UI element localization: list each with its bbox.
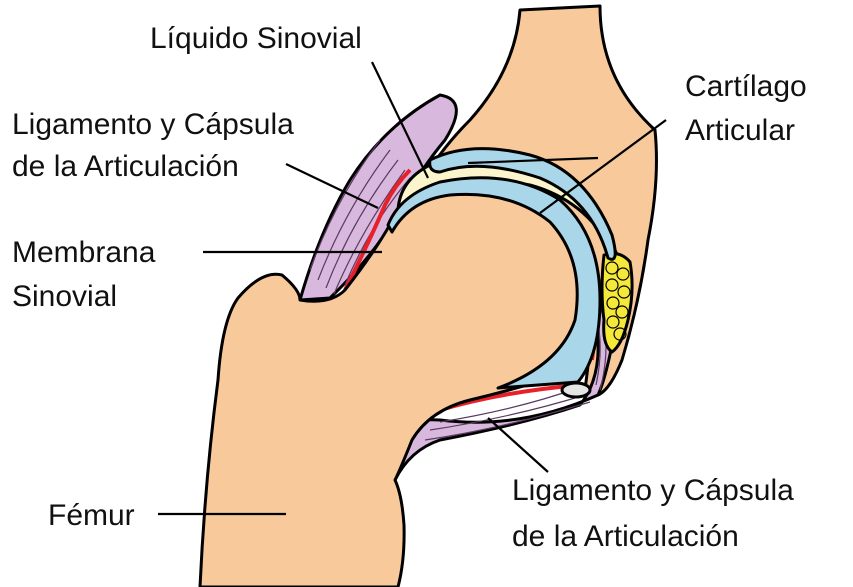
label-synovial-membrane-line2: Sinovial	[12, 280, 117, 313]
label-femur: Fémur	[48, 499, 135, 532]
label-ligament-lower-line2: de la Articulación	[512, 520, 739, 553]
label-ligament-upper-line2: de la Articulación	[12, 150, 239, 183]
leader-ligament-lower	[488, 418, 548, 472]
ligament-of-head	[562, 383, 590, 397]
label-synovial-membrane-line1: Membrana	[12, 236, 156, 269]
label-articular-cartilage-line1: Cartílago	[685, 70, 807, 103]
label-ligament-upper-line1: Ligamento y Cápsula	[12, 108, 294, 141]
label-ligament-lower-line1: Ligamento y Cápsula	[512, 474, 794, 507]
label-articular-cartilage-line2: Articular	[685, 114, 795, 147]
label-synovial-fluid: Líquido Sinovial	[150, 22, 362, 55]
